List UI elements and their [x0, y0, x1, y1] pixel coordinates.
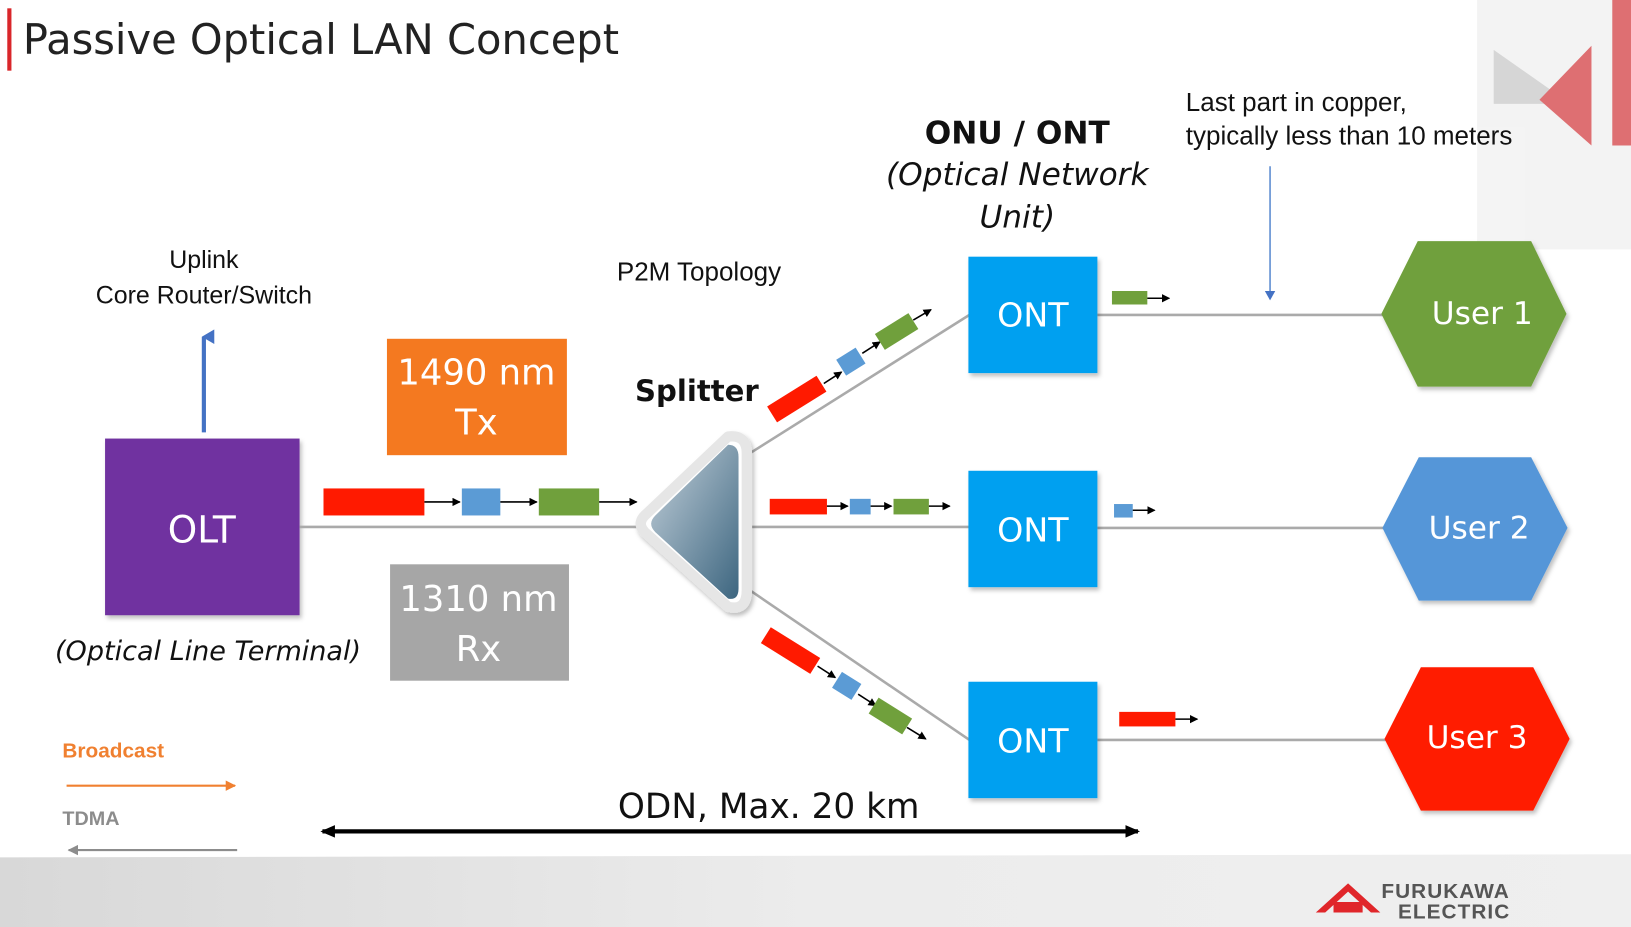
- user-label: User 3: [1427, 720, 1528, 756]
- copper-note-line-2: typically less than 10 meters: [1186, 120, 1513, 150]
- footer-band: [0, 854, 1631, 927]
- user-3: User 3: [1384, 667, 1570, 811]
- onu-subtitle-2: Unit): [979, 200, 1055, 236]
- legend-tdma-label: TDMA: [62, 808, 119, 830]
- fiber-to-ont-1: [746, 313, 971, 457]
- packet-stream-branch-1: [767, 309, 932, 423]
- user-label: User 1: [1432, 296, 1533, 332]
- fiber-lines: [299, 313, 1386, 742]
- uplink-label: Uplink: [169, 246, 239, 274]
- packet-red: [323, 488, 425, 516]
- onu-title: ONU / ONT: [925, 115, 1111, 151]
- legend-broadcast-label: Broadcast: [62, 740, 164, 763]
- page-title: Passive Optical LAN Concept: [23, 15, 619, 64]
- furukawa-logo: FURUKAWA ELECTRIC: [1315, 880, 1510, 924]
- user-1: User 1: [1381, 241, 1567, 387]
- packet-stream-branch-2: [769, 498, 951, 515]
- core-router-label: Core Router/Switch: [96, 281, 312, 309]
- odn-label: ODN, Max. 20 km: [618, 787, 920, 827]
- tx-wavelength: 1490 nm: [397, 353, 555, 394]
- fiber-to-ont-3: [746, 587, 971, 742]
- corner-decoration: [1477, 0, 1631, 250]
- splitter-icon: [635, 431, 753, 613]
- tx-label: Tx: [454, 402, 498, 443]
- topology-label: P2M Topology: [617, 257, 781, 287]
- onu-subtitle-1: (Optical Network: [886, 157, 1151, 193]
- title-accent-bar: [7, 8, 12, 71]
- ont-2: ONT: [968, 470, 1098, 588]
- olt-label: OLT: [168, 507, 236, 551]
- ont-label: ONT: [997, 510, 1069, 549]
- tx-box: [386, 338, 567, 456]
- packet-stream-main: [323, 488, 638, 516]
- packet-green: [538, 488, 600, 516]
- packet-to-user-3: [1119, 711, 1199, 727]
- user-2: User 2: [1382, 457, 1568, 601]
- rx-box: [390, 564, 569, 681]
- packet-to-user-1: [1111, 290, 1171, 305]
- copper-note-line-1: Last part in copper,: [1186, 87, 1407, 117]
- packet-blue: [461, 488, 501, 516]
- ont-label: ONT: [997, 721, 1069, 760]
- logo-text-line-2: ELECTRIC: [1398, 901, 1510, 924]
- user-label: User 2: [1429, 510, 1530, 546]
- olt-caption: (Optical Line Terminal): [55, 636, 361, 667]
- rx-label: Rx: [456, 629, 502, 670]
- packet-to-user-2: [1114, 504, 1156, 518]
- ont-1: ONT: [968, 256, 1098, 374]
- splitter-label: Splitter: [635, 374, 759, 408]
- ont-3: ONT: [968, 681, 1098, 799]
- ont-label: ONT: [997, 295, 1069, 334]
- rx-wavelength: 1310 nm: [399, 579, 557, 620]
- olt-box: [105, 438, 300, 616]
- logo-text-line-1: FURUKAWA: [1381, 880, 1509, 903]
- packet-stream-branch-3: [760, 627, 927, 740]
